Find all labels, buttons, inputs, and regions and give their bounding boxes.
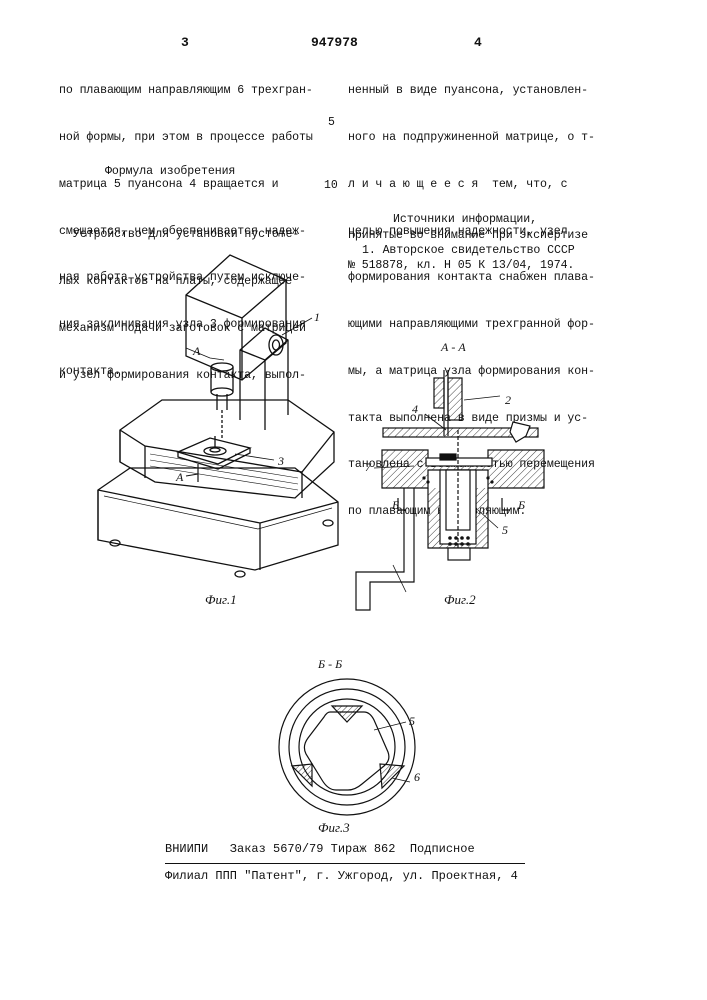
text-line: ной формы, при этом в процессе работы [59, 130, 344, 146]
margin-line-number: 5 [328, 116, 335, 129]
patent-number: 947978 [311, 35, 358, 50]
fig3-label-5: 5 [409, 714, 415, 729]
source-reference: 1. Авторское свидетельство СССР [362, 243, 575, 259]
figure-3-drawing [270, 670, 430, 820]
claims-heading: Формула изобретения [105, 164, 235, 180]
fig2-caption: Фиг.2 [444, 592, 476, 608]
page-number-left: 3 [181, 35, 189, 50]
figure-1-drawing [90, 240, 360, 620]
fig2-section-title: А - А [441, 340, 466, 355]
text-line: л и ч а ю щ е е с я тем, что, с [348, 177, 648, 193]
text-line: по плавающим направляющим 6 трехгран- [59, 83, 344, 99]
source-reference: № 518878, кл. Н 05 К 13/04, 1974. [348, 258, 574, 274]
margin-line-number: 10 [324, 179, 338, 192]
sources-heading: Источники информации, [393, 212, 537, 228]
fig1-label-a-bottom: А [176, 470, 183, 485]
text-line: ющими направляющими трехгранной фор- [348, 317, 648, 333]
footer-divider [165, 863, 525, 864]
fig1-label-3: 3 [278, 454, 284, 469]
fig2-label-b-right: Б [518, 498, 525, 513]
fig2-label-5: 5 [502, 523, 508, 538]
text-line: ного на подпружиненной матрице, о т- [348, 130, 648, 146]
figure-2-drawing [348, 370, 558, 620]
fig3-caption: Фиг.3 [318, 820, 350, 836]
sources-heading: принятые во внимание при экспертизе [348, 228, 588, 244]
fig2-label-2: 2 [505, 393, 511, 408]
page-number-right: 4 [474, 35, 482, 50]
fig2-label-7: 7 [365, 460, 371, 475]
text-line: ненный в виде пуансона, установлен- [348, 83, 648, 99]
footer-line-2: Филиал ППП "Патент", г. Ужгород, ул. Про… [165, 869, 518, 883]
fig1-label-1: 1 [314, 310, 320, 325]
fig3-label-6: 6 [414, 770, 420, 785]
footer-line-1: ВНИИПИ Заказ 5670/79 Тираж 862 Подписное [165, 842, 475, 856]
fig1-caption: Фиг.1 [205, 592, 237, 608]
fig2-label-4: 4 [412, 402, 418, 417]
fig1-label-a-top: А [193, 344, 200, 359]
fig2-label-b-left: Б [392, 498, 399, 513]
